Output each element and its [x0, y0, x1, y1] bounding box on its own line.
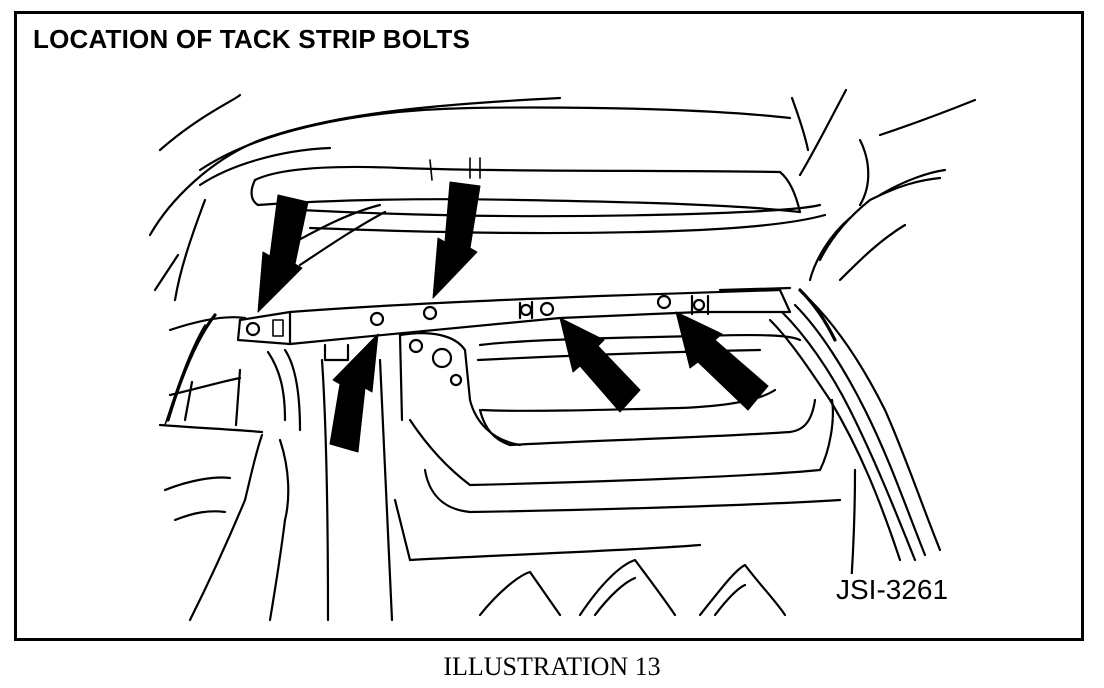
bolt-1-bracket — [272, 319, 284, 337]
bolt-3-clip — [519, 303, 533, 317]
figure-frame: LOCATION OF TACK STRIP BOLTS — [14, 11, 1084, 641]
bolt-4 — [539, 301, 555, 317]
bolt-2 — [369, 311, 385, 327]
bolt-3 — [422, 305, 438, 321]
bottom-chevrons — [478, 558, 787, 617]
figure-title: LOCATION OF TACK STRIP BOLTS — [33, 24, 470, 54]
bolt-5 — [656, 294, 672, 310]
arrow-bolt-1 — [257, 194, 309, 313]
bolts — [245, 294, 706, 337]
figure-caption: ILLUSTRATION 13 — [443, 652, 661, 681]
floor-lines — [393, 333, 842, 562]
bolt-5-clip — [692, 298, 706, 312]
arrow-bolt-4 — [559, 317, 641, 413]
right-pillar — [768, 176, 942, 602]
arrow-bolt-3 — [432, 181, 481, 299]
bolt-1 — [245, 321, 261, 337]
drawing-code: JSI-3261 — [834, 574, 951, 606]
arrow-bolt-5 — [675, 311, 769, 411]
seat-back-top — [250, 157, 827, 235]
arrow-bolt-2 — [329, 333, 379, 453]
left-opening — [153, 198, 387, 434]
left-pillar — [163, 348, 394, 622]
roof-lines — [148, 88, 977, 237]
